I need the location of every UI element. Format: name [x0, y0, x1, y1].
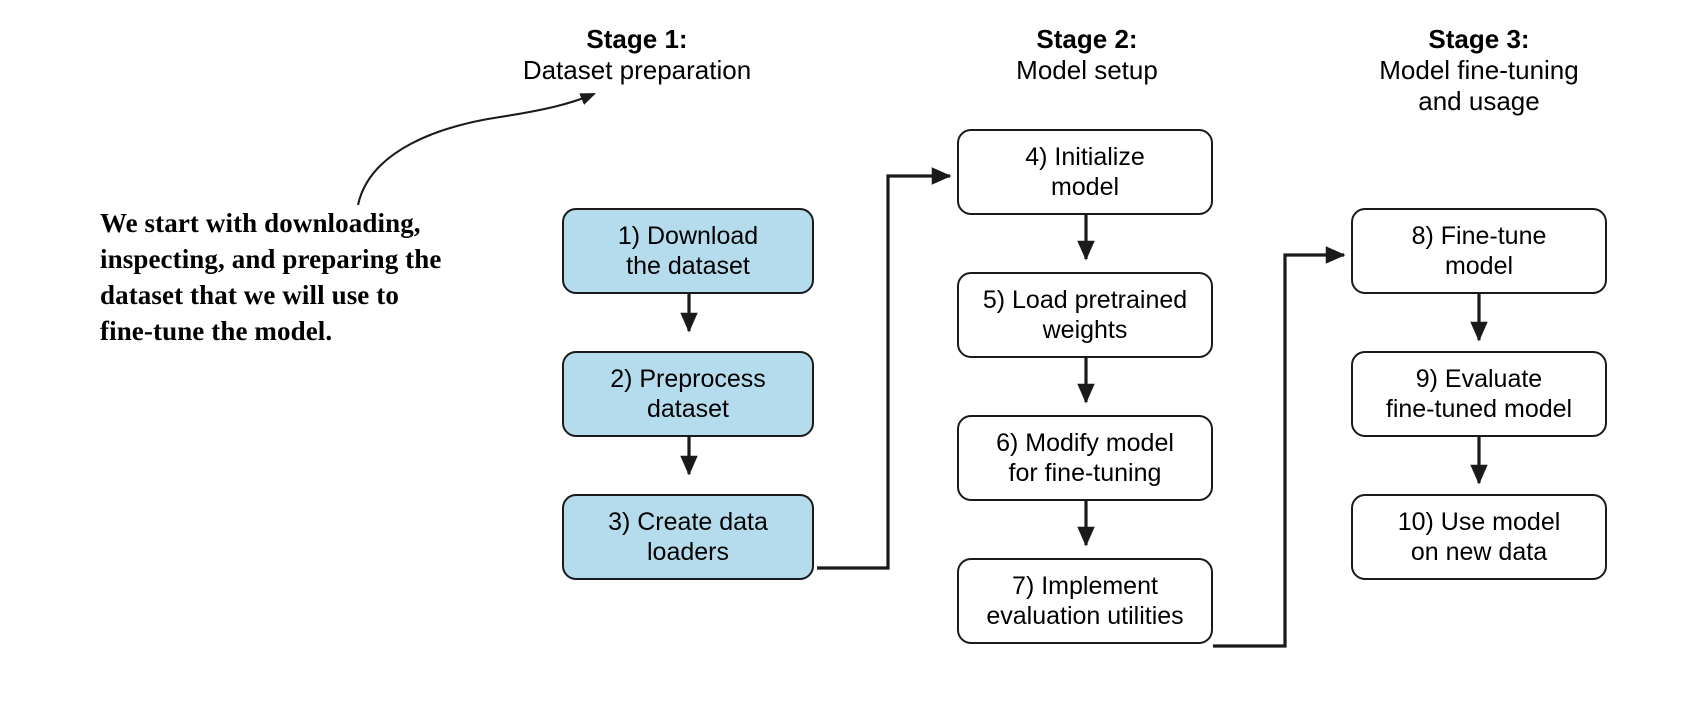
node-5-label: 5) Load pretrained weights	[982, 285, 1188, 345]
node-5-load-pretrained-weights[interactable]: 5) Load pretrained weights	[957, 272, 1213, 358]
node-2-preprocess-dataset[interactable]: 2) Preprocess dataset	[562, 351, 814, 437]
node-8-fine-tune-model[interactable]: 8) Fine-tune model	[1351, 208, 1607, 294]
edge-annotation-stage1	[356, 93, 597, 206]
node-1-label: 1) Download the dataset	[617, 221, 759, 281]
node-4-initialize-model[interactable]: 4) Initialize model	[957, 129, 1213, 215]
node-1-download-the-dataset[interactable]: 1) Download the dataset	[562, 208, 814, 294]
node-7-implement-evaluation-utilities[interactable]: 7) Implement evaluation utilities	[957, 558, 1213, 644]
stage-2-header: Stage 2: Model setup	[952, 24, 1222, 86]
node-7-label: 7) Implement evaluation utilities	[986, 571, 1184, 631]
stage-3-subtitle: Model fine-tuning and usage	[1379, 55, 1579, 117]
node-10-use-model-on-new-data[interactable]: 10) Use model on new data	[1351, 494, 1607, 580]
stage-3-title: Stage 3:	[1428, 24, 1530, 54]
node-3-create-data-loaders[interactable]: 3) Create data loaders	[562, 494, 814, 580]
annotation-text: We start with downloading, inspecting, a…	[100, 208, 442, 346]
node-4-label: 4) Initialize model	[1025, 142, 1145, 202]
stage-1-title: Stage 1:	[586, 24, 688, 54]
node-6-modify-model-for-fine-tuning[interactable]: 6) Modify model for fine-tuning	[957, 415, 1213, 501]
node-10-label: 10) Use model on new data	[1397, 507, 1561, 567]
node-3-label: 3) Create data loaders	[608, 507, 768, 567]
stage-3-header: Stage 3: Model fine-tuning and usage	[1344, 24, 1614, 118]
edge-node7-node8	[1213, 246, 1346, 648]
stage-2-subtitle: Model setup	[1016, 55, 1158, 86]
stage-2-title: Stage 2:	[1036, 24, 1138, 54]
node-9-evaluate-fine-tuned-model[interactable]: 9) Evaluate fine-tuned model	[1351, 351, 1607, 437]
stage-1-subtitle: Dataset preparation	[522, 55, 752, 86]
node-6-label: 6) Modify model for fine-tuning	[996, 428, 1174, 488]
node-8-label: 8) Fine-tune model	[1411, 221, 1547, 281]
stage-1-header: Stage 1: Dataset preparation	[502, 24, 772, 86]
node-2-label: 2) Preprocess dataset	[610, 364, 766, 424]
node-9-label: 9) Evaluate fine-tuned model	[1385, 364, 1573, 424]
edge-node3-node4	[817, 167, 952, 570]
